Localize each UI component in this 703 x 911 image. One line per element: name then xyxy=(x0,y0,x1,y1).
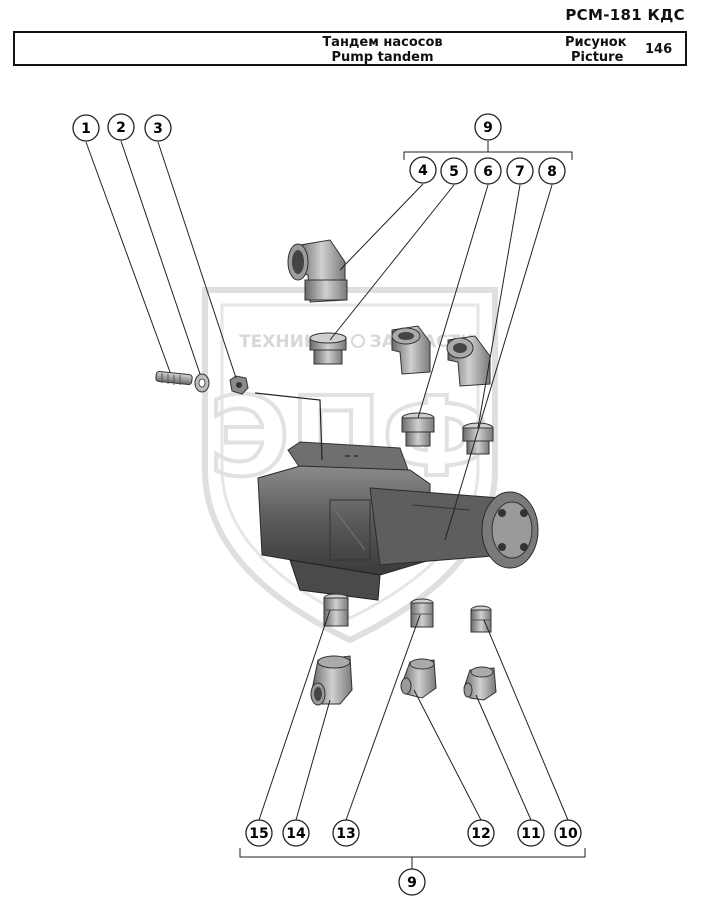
part-4-elbow xyxy=(287,239,348,303)
svg-text:11: 11 xyxy=(521,826,540,842)
callout-13: 13 xyxy=(332,819,360,847)
callout-5: 5 xyxy=(440,157,468,185)
svg-text:7: 7 xyxy=(515,164,525,180)
svg-text:9: 9 xyxy=(407,875,417,891)
callout-11: 11 xyxy=(517,819,545,847)
callout-9-top: 9 xyxy=(474,113,502,141)
part-5-fitting xyxy=(309,332,347,365)
svg-text:9: 9 xyxy=(483,120,493,136)
svg-text:1: 1 xyxy=(81,121,91,137)
part-14-elbow xyxy=(310,655,353,706)
svg-text:2: 2 xyxy=(116,120,126,136)
leader-lines xyxy=(85,140,586,869)
part-elbow-middle xyxy=(391,325,431,375)
callout-8: 8 xyxy=(538,157,566,185)
callout-10: 10 xyxy=(554,819,582,847)
part-2-washer xyxy=(194,373,210,393)
title-russian: Тандем насосов xyxy=(322,35,443,50)
watermark-text-left: ТЕХНИКА xyxy=(239,332,332,352)
part-12-elbow xyxy=(400,658,437,699)
callout-2: 2 xyxy=(107,113,135,141)
part-3-nut xyxy=(229,375,249,395)
svg-text:10: 10 xyxy=(558,826,578,842)
svg-text:8: 8 xyxy=(547,164,557,180)
svg-text:13: 13 xyxy=(336,826,355,842)
gear-icon xyxy=(351,334,365,348)
document-code: РСМ-181 КДС xyxy=(565,6,685,24)
picture-label-english: Picture xyxy=(571,50,624,65)
callout-1: 1 xyxy=(72,114,100,142)
svg-text:15: 15 xyxy=(249,826,268,842)
part-10-fitting xyxy=(470,605,492,633)
callout-6: 6 xyxy=(474,157,502,185)
part-7-fitting xyxy=(462,422,494,455)
svg-text:3: 3 xyxy=(153,121,163,137)
part-elbow-right xyxy=(446,335,491,387)
svg-text:6: 6 xyxy=(483,164,493,180)
title-english: Pump tandem xyxy=(331,50,434,65)
callout-15: 15 xyxy=(245,819,273,847)
callout-14: 14 xyxy=(282,819,310,847)
callout-7: 7 xyxy=(506,157,534,185)
svg-text:5: 5 xyxy=(449,164,459,180)
part-11-elbow xyxy=(463,666,497,701)
part-15-fitting xyxy=(323,593,349,627)
part-13-fitting xyxy=(410,598,434,628)
part-1-stud xyxy=(155,370,193,386)
svg-text:12: 12 xyxy=(471,826,490,842)
callout-4: 4 xyxy=(409,156,437,184)
title-block: Тандем насосов Pump tandem Рисунок Pictu… xyxy=(13,31,687,66)
pump-tandem-body xyxy=(254,392,539,601)
callout-3: 3 xyxy=(144,114,172,142)
picture-label-russian: Рисунок xyxy=(565,35,627,50)
callout-12: 12 xyxy=(467,819,495,847)
svg-text:4: 4 xyxy=(418,163,428,179)
callout-9-bottom: 9 xyxy=(398,868,426,896)
svg-text:14: 14 xyxy=(286,826,306,842)
picture-number: 146 xyxy=(645,42,673,57)
